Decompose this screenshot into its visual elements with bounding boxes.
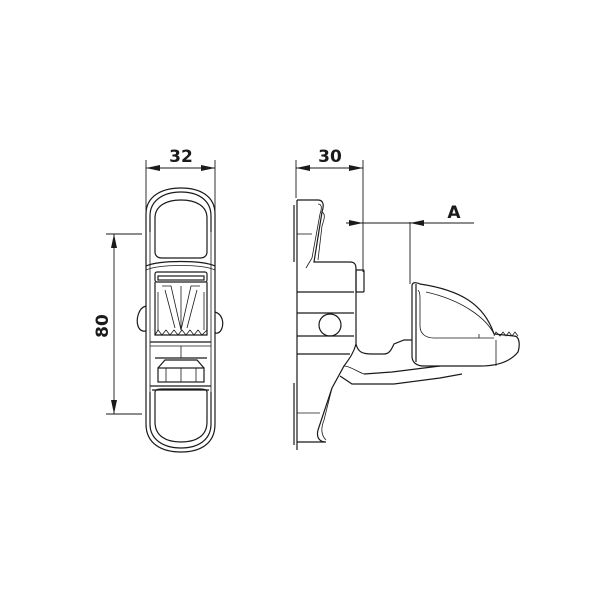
dimension-offset: A <box>346 203 474 284</box>
arrow-right-icon <box>201 165 215 171</box>
arrow-right-icon <box>349 220 363 226</box>
dimension-height-label: 80 <box>93 314 113 338</box>
front-view <box>136 187 224 453</box>
arrow-down-icon <box>111 400 117 414</box>
dimension-height: 80 <box>93 233 142 415</box>
arrow-left-icon <box>146 165 160 171</box>
dimension-width-label: 32 <box>169 147 193 167</box>
dimension-width: 32 <box>145 147 216 230</box>
side-view <box>293 199 520 450</box>
arrow-left-icon <box>410 220 424 226</box>
arrow-right-icon <box>349 165 363 171</box>
arrow-left-icon <box>296 165 310 171</box>
arrow-up-icon <box>111 234 117 248</box>
dimension-offset-label: A <box>447 203 461 223</box>
dimension-depth: 30 <box>295 147 364 272</box>
pin-circle <box>318 313 342 337</box>
dimension-depth-label: 30 <box>318 147 342 167</box>
